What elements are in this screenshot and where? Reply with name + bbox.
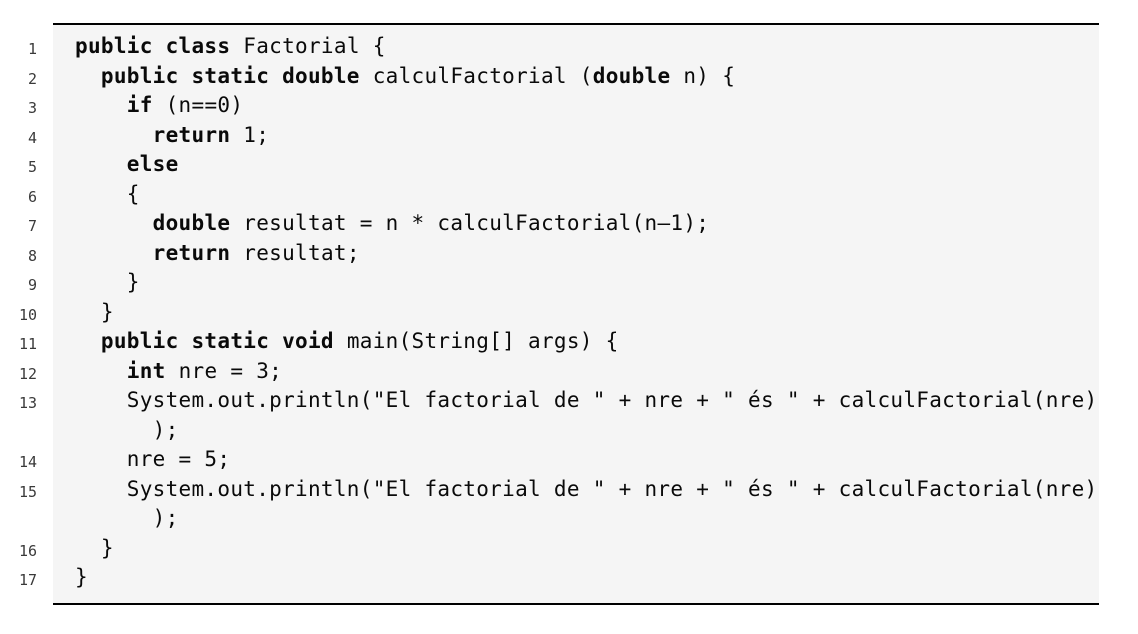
code-line: 17} <box>19 563 1091 593</box>
code-line: 1 public class Factorial { <box>28 32 1091 62</box>
code-line: 5 else <box>28 150 1091 180</box>
code-text: { <box>75 181 140 206</box>
line-number: 17 <box>18 571 37 589</box>
code-line: 3 if (n==0) <box>28 91 1091 121</box>
code-text: ); <box>75 506 179 530</box>
code-text: ); <box>75 417 179 442</box>
line-number: 14 <box>18 453 37 471</box>
line-number: 3 <box>27 99 37 117</box>
code-line: 15 System.out.println("El factorial de "… <box>19 475 1097 505</box>
code-line: 2 public static double calculFactorial (… <box>28 62 1091 92</box>
code-line: 16 } <box>19 534 1091 564</box>
code-text: System.out.println("El factorial de " + … <box>75 388 1098 412</box>
line-number: 13 <box>18 394 37 412</box>
code-line: ); <box>75 504 1091 534</box>
code-line: 8 return resultat; <box>28 239 1091 269</box>
line-number: 10 <box>18 305 37 324</box>
line-number: 2 <box>27 69 37 88</box>
code-text: nre = 5; <box>75 447 231 471</box>
code-line: 7 double resultat = n * calculFactorial(… <box>28 209 1091 239</box>
code-text: double resultat = n * calculFactorial(n–… <box>152 211 710 235</box>
code-listing: 1 public class Factorial { 2 public static… <box>19 23 1099 605</box>
code-text: } <box>75 535 114 560</box>
code-text: int nre = 3; <box>126 358 283 383</box>
code-line: 6 { <box>28 180 1091 210</box>
line-number: 7 <box>27 217 37 235</box>
code-text: } <box>75 299 114 324</box>
code-text: else <box>126 152 179 176</box>
line-number: 4 <box>27 128 37 147</box>
code-text: public static void main(String[] args) { <box>100 329 619 353</box>
line-number: 6 <box>27 187 37 206</box>
line-number: 8 <box>27 246 37 265</box>
code-text: System.out.println("El factorial de " + … <box>75 476 1098 501</box>
line-number: 11 <box>18 335 37 353</box>
code-text: public static double calculFactorial (do… <box>100 63 736 88</box>
code-text: } <box>75 565 88 589</box>
code-line: 11 public static void main(String[] args… <box>19 327 1091 357</box>
line-number: 1 <box>27 40 37 58</box>
code-text: return 1; <box>152 122 270 147</box>
code-line: 9 } <box>28 268 1091 298</box>
code-rows: 1 public class Factorial { 2 public static… <box>19 32 1097 593</box>
line-number: 9 <box>27 276 37 294</box>
code-line: 4 return 1; <box>28 121 1091 151</box>
line-number: 12 <box>18 364 37 383</box>
code-line: 10 } <box>19 298 1091 328</box>
document-page: 1 public class Factorial { 2 public static… <box>0 23 1138 605</box>
code-line: ); <box>75 416 1091 446</box>
code-text: if (n==0) <box>126 93 244 117</box>
code-text: return resultat; <box>152 240 360 265</box>
line-number: 16 <box>18 541 37 560</box>
code-text: } <box>75 270 140 294</box>
code-line: 12 int nre = 3; <box>19 357 1091 387</box>
code-text: public class Factorial { <box>75 34 386 58</box>
line-number: 5 <box>27 158 37 176</box>
code-line: 14 nre = 5; <box>19 445 1091 475</box>
code-line: 13 System.out.println("El factorial de "… <box>19 386 1097 416</box>
line-number: 15 <box>18 482 37 501</box>
